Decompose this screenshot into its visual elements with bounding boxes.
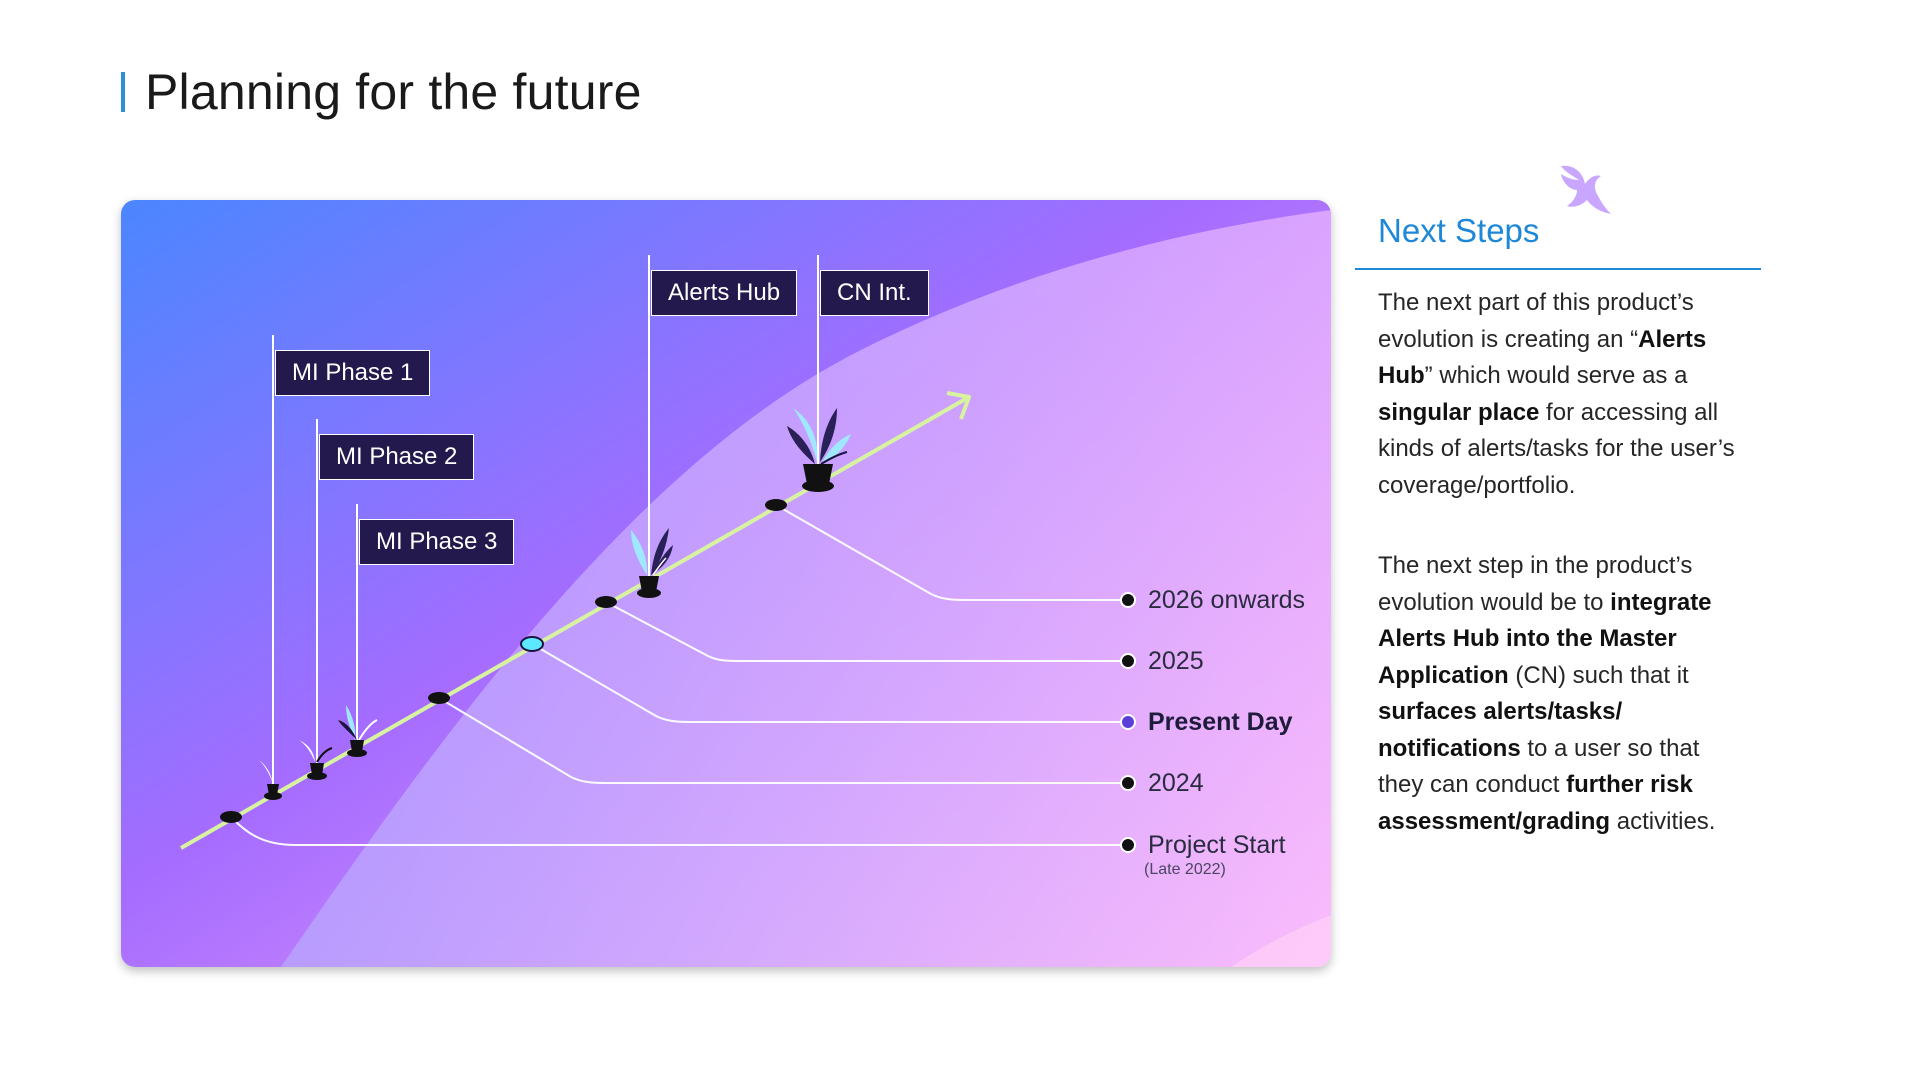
- connector-2026: [775, 504, 1126, 601]
- plant-icon-4: [631, 528, 673, 598]
- milestone-2025: 2025: [1120, 643, 1204, 679]
- tag-mi-phase-1: MI Phase 1: [275, 350, 431, 396]
- bold-segment: integrate Alerts Hub into the Master App…: [1378, 588, 1712, 689]
- bold-segment: surfaces alerts/tasks/ notifications: [1378, 698, 1623, 762]
- timeline-dot-2025: [595, 596, 617, 608]
- plant-icon-3: [338, 705, 378, 757]
- timeline-dot-2024: [428, 692, 450, 704]
- bold-segment: further risk assessment/grading: [1378, 771, 1693, 835]
- milestone-label: 2025: [1148, 646, 1204, 675]
- dove-icon: [1561, 165, 1611, 214]
- title-accent-bar: [121, 72, 125, 112]
- text-segment: activities.: [1610, 807, 1716, 835]
- text-segment: for accessing all kinds of alerts/tasks …: [1378, 398, 1735, 499]
- title-block: Planning for the future: [121, 62, 642, 122]
- milestone-label: 2024: [1148, 768, 1204, 797]
- bold-segment: Alerts Hub: [1378, 325, 1707, 390]
- milestone-dot: [1120, 653, 1136, 669]
- tag-cn-int: CN Int.: [820, 270, 929, 316]
- growth-curve-area: [281, 210, 1331, 967]
- milestone-label: Project Start: [1148, 830, 1286, 859]
- timeline-dot-present: [520, 636, 544, 652]
- next-steps-divider: [1355, 268, 1761, 270]
- plant-icon-2: [299, 740, 333, 780]
- milestone-dot: [1120, 837, 1136, 853]
- text-segment: The next step in the product’s evolution…: [1378, 552, 1693, 616]
- plant-icon-5: [787, 408, 851, 492]
- text-segment: (CN) such that it: [1508, 661, 1689, 689]
- milestone-label: 2026 onwards: [1148, 585, 1306, 614]
- text-segment: ” which would serve as a: [1424, 362, 1688, 389]
- tag-mi-phase-2: MI Phase 2: [319, 434, 475, 480]
- bold-segment: singular place: [1378, 398, 1540, 426]
- timeline-dot-2026: [765, 499, 787, 511]
- connector-2025: [605, 601, 1126, 662]
- milestone-dot: [1120, 714, 1136, 730]
- milestone-present-day: Present Day: [1120, 704, 1293, 740]
- milestone-dot: [1120, 775, 1136, 791]
- next-steps-paragraph-2: The next step in the product’s evolution…: [1378, 548, 1748, 840]
- plant-icon-1: [259, 760, 282, 800]
- connector-2024: [438, 697, 1126, 784]
- text-segment: to a user so that they can conduct: [1378, 734, 1700, 799]
- next-steps-title: Next Steps: [1378, 212, 1540, 249]
- milestone-label: Present Day: [1148, 707, 1293, 736]
- timeline-dot-start: [220, 811, 242, 823]
- tag-alerts-hub: Alerts Hub: [651, 270, 798, 316]
- milestone-2024: 2024: [1120, 765, 1204, 801]
- page-title: Planning for the future: [145, 64, 642, 120]
- next-steps-paragraph-1: The next part of this product’s evolutio…: [1378, 285, 1748, 504]
- timeline-hero: MI Phase 1 MI Phase 2 MI Phase 3 Alerts …: [121, 200, 1331, 967]
- text-segment: The next part of this product’s evolutio…: [1378, 289, 1694, 353]
- milestone-project-start: Project Start: [1120, 827, 1286, 863]
- connector-present: [531, 643, 1126, 723]
- growth-arrowhead: [946, 391, 971, 420]
- milestone-start-note: (Late 2022): [1144, 861, 1226, 878]
- timeline-graphic: [121, 200, 1331, 967]
- milestone-dot: [1120, 592, 1136, 608]
- corner-swoosh: [1231, 915, 1331, 967]
- milestone-2026: 2026 onwards: [1120, 582, 1305, 618]
- tag-mi-phase-3: MI Phase 3: [359, 519, 515, 565]
